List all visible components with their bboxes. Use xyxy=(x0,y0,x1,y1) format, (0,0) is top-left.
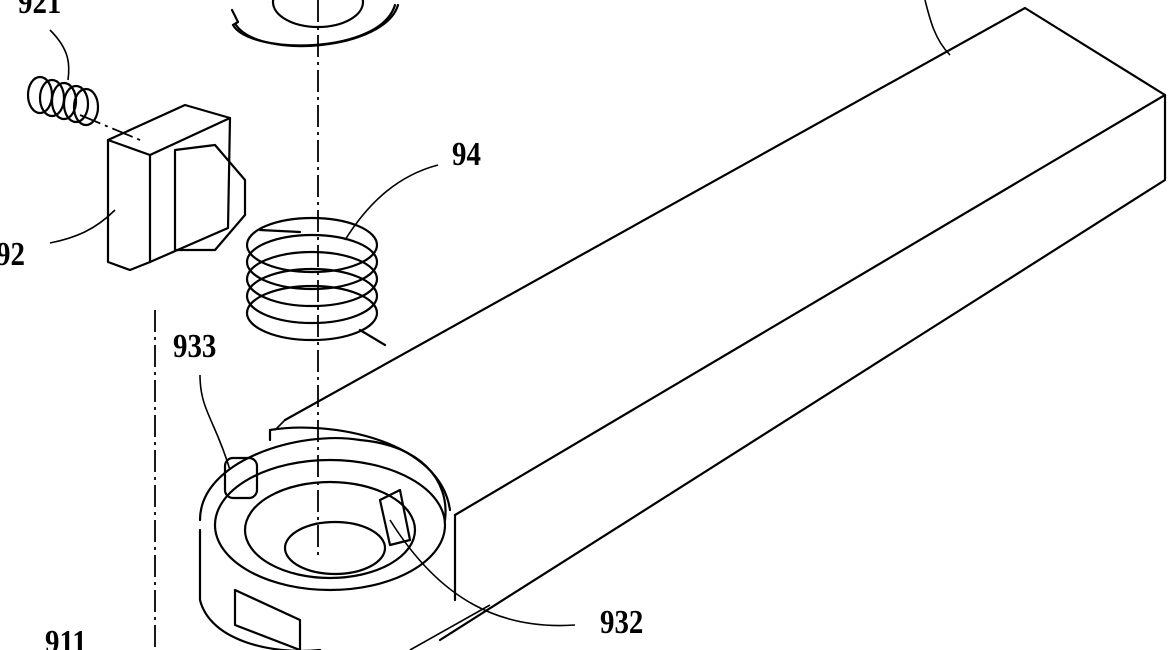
label-921: 921 xyxy=(18,0,62,21)
label-932: 932 xyxy=(600,604,644,641)
washer xyxy=(230,0,400,48)
block xyxy=(106,103,247,272)
label-92: 92 xyxy=(0,236,25,273)
arm-bar xyxy=(274,6,1167,642)
compression-spring xyxy=(26,75,100,127)
torsion-spring xyxy=(245,216,387,347)
spring-axis-centerline xyxy=(79,114,141,141)
leader-lines xyxy=(49,0,951,650)
label-94: 94 xyxy=(452,136,481,173)
label-933: 933 xyxy=(173,328,217,365)
ring-base xyxy=(198,426,452,650)
label-911: 911 xyxy=(45,624,87,650)
